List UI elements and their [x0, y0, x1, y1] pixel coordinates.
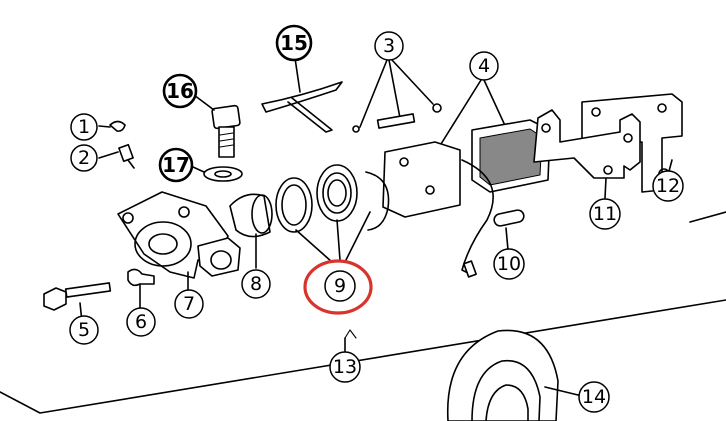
- callout-10-text: 10: [497, 253, 521, 275]
- callout-3-text: 3: [383, 35, 395, 57]
- callout-4: 4: [469, 51, 499, 81]
- callout-5: 5: [69, 315, 99, 345]
- callout-8: 8: [241, 269, 271, 299]
- callout-7-text: 7: [183, 293, 195, 315]
- callout-4-text: 4: [478, 55, 490, 77]
- part-6-tab-washer: [127, 268, 155, 309]
- callout-2: 2: [70, 144, 98, 172]
- callout-5-text: 5: [78, 319, 90, 341]
- callout-13: 13: [329, 351, 361, 383]
- part-9-seals: [275, 164, 390, 263]
- part-10-dowel: [493, 209, 525, 251]
- part-15-spring-clip: [261, 57, 343, 133]
- callout-17-text: 17: [162, 153, 190, 177]
- part-14-brake-disc: [446, 329, 579, 421]
- callout-1-text: 1: [78, 116, 90, 138]
- callout-12-text: 12: [656, 175, 680, 197]
- part-16-bolt: [193, 94, 241, 158]
- part-1-screw: [98, 120, 126, 132]
- callout-11: 11: [589, 198, 621, 230]
- part-11-carrier-plate: [533, 109, 641, 199]
- callout-10: 10: [493, 248, 525, 280]
- callout-16: 16: [162, 73, 198, 109]
- baseplate-outline: [0, 211, 726, 414]
- part-4-brake-pads: [382, 79, 551, 278]
- callout-14: 14: [578, 381, 610, 413]
- part-7-caliper-housing: [117, 191, 241, 291]
- callout-11-text: 11: [593, 203, 617, 225]
- callout-15: 15: [275, 24, 313, 62]
- callout-3: 3: [374, 31, 404, 61]
- callout-15-text: 15: [280, 31, 308, 55]
- callout-7: 7: [174, 289, 204, 319]
- callout-17: 17: [158, 147, 194, 183]
- part-5-long-bolt: [43, 282, 112, 323]
- callout-9: 9: [324, 270, 356, 302]
- callout-6: 6: [126, 307, 156, 337]
- part-2-bleed-screw: [98, 143, 135, 169]
- part-9-highlight-ring: [303, 259, 373, 315]
- callout-6-text: 6: [135, 311, 147, 333]
- callout-8-text: 8: [250, 273, 262, 295]
- callout-12: 12: [652, 170, 684, 202]
- callout-2-text: 2: [78, 147, 90, 169]
- callout-16-text: 16: [166, 79, 194, 103]
- callout-9-text: 9: [334, 275, 346, 297]
- callout-14-text: 14: [582, 386, 606, 408]
- part-8-piston: [229, 193, 273, 269]
- callout-13-text: 13: [333, 356, 357, 378]
- callout-1: 1: [70, 113, 98, 141]
- part-3-pin-assembly: [352, 59, 442, 133]
- part-17-washer: [192, 166, 243, 182]
